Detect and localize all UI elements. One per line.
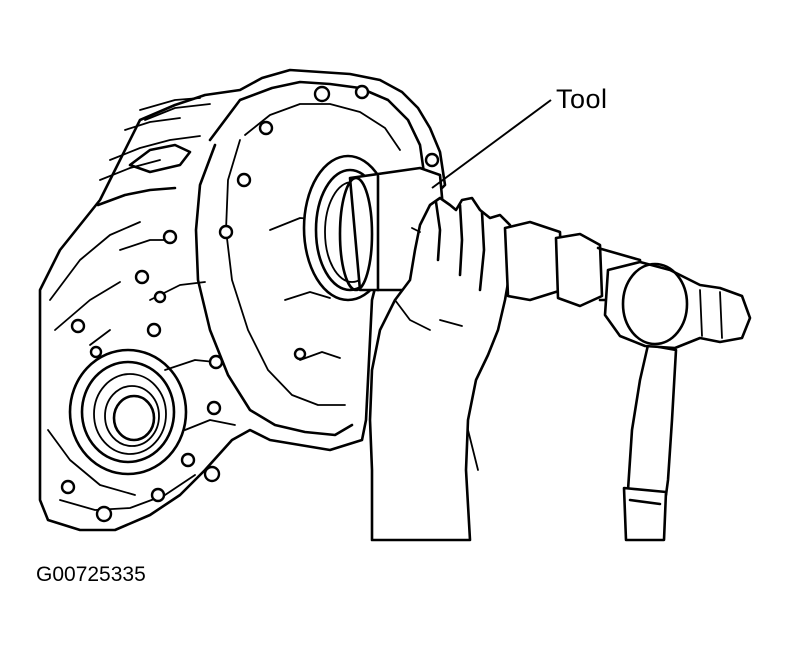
bolt-holes	[60, 84, 440, 523]
output-seal	[68, 348, 188, 476]
callout-leader-line	[431, 99, 552, 189]
tool-callout-label: Tool	[556, 84, 608, 114]
hammer	[603, 260, 752, 542]
extension-bar	[503, 220, 644, 308]
figure-id: G00725335	[36, 563, 146, 586]
hand	[368, 196, 514, 542]
